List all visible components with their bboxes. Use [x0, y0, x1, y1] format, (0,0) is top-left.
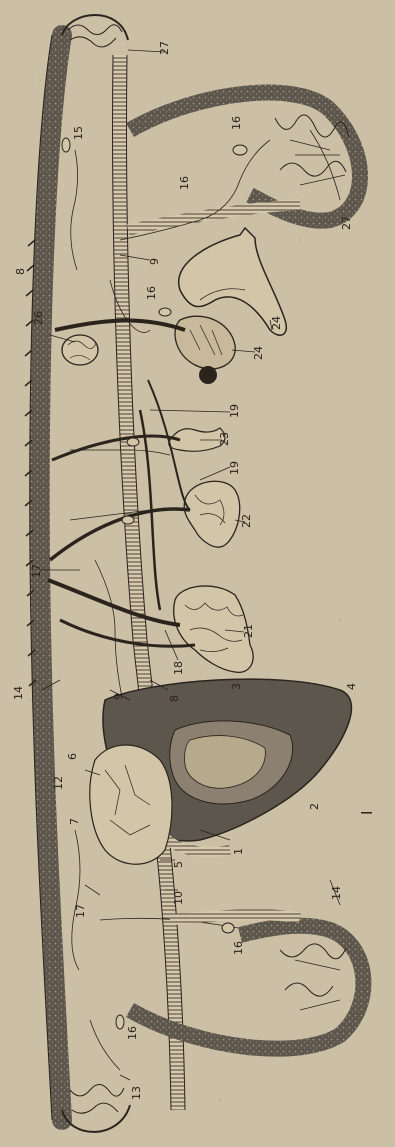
label-3: 3	[230, 683, 243, 690]
label-I: I	[358, 811, 376, 815]
bottom-capillaries	[62, 1084, 130, 1131]
label-7: 7	[68, 818, 81, 825]
aorta	[113, 55, 185, 1110]
organ-21	[184, 481, 240, 547]
label-13: 13	[130, 1086, 143, 1100]
label-10: 10	[172, 891, 185, 905]
label-20: 21	[242, 624, 255, 638]
label-16b: 16	[230, 116, 243, 130]
label-16d: 16	[232, 941, 245, 955]
spleen	[175, 316, 235, 384]
label-18: 18	[172, 661, 185, 675]
label-22: 23	[218, 432, 231, 446]
label-14: 14	[330, 886, 343, 900]
label-16c: 16	[145, 286, 158, 300]
upper-organ-loop	[128, 93, 360, 230]
lung-7	[90, 745, 172, 864]
label-1: 1	[232, 848, 245, 855]
label-2: 2	[308, 803, 321, 810]
label-19a: 19	[228, 404, 241, 418]
label-19b: 19	[228, 461, 241, 475]
label-21: 22	[240, 514, 253, 528]
labels: 27 15 16 16 27 9 8 16 24 26 24 19 23 19 …	[12, 41, 376, 1100]
label-17c: 17	[74, 904, 87, 918]
label-6: 6	[66, 753, 79, 760]
label-4: 4	[345, 683, 358, 690]
label-17b: 17	[30, 564, 43, 578]
label-17a: 16	[178, 176, 191, 190]
label-24: 24	[270, 316, 283, 330]
label-8b: 8	[168, 695, 181, 702]
label-25: 26	[32, 311, 45, 325]
label-16a: 15	[72, 126, 85, 140]
label-16e: 16	[126, 1026, 139, 1040]
label-12: 12	[52, 776, 65, 790]
label-26: 27	[158, 41, 171, 55]
label-5: 5	[172, 861, 185, 868]
label-9b: 9	[112, 693, 125, 700]
label-23: 24	[252, 346, 265, 360]
label-27: 27	[340, 216, 353, 230]
label-9a: 9	[148, 258, 161, 265]
label-15: 14	[12, 686, 25, 700]
head-capillaries	[62, 15, 128, 47]
label-8a: 8	[14, 268, 27, 275]
